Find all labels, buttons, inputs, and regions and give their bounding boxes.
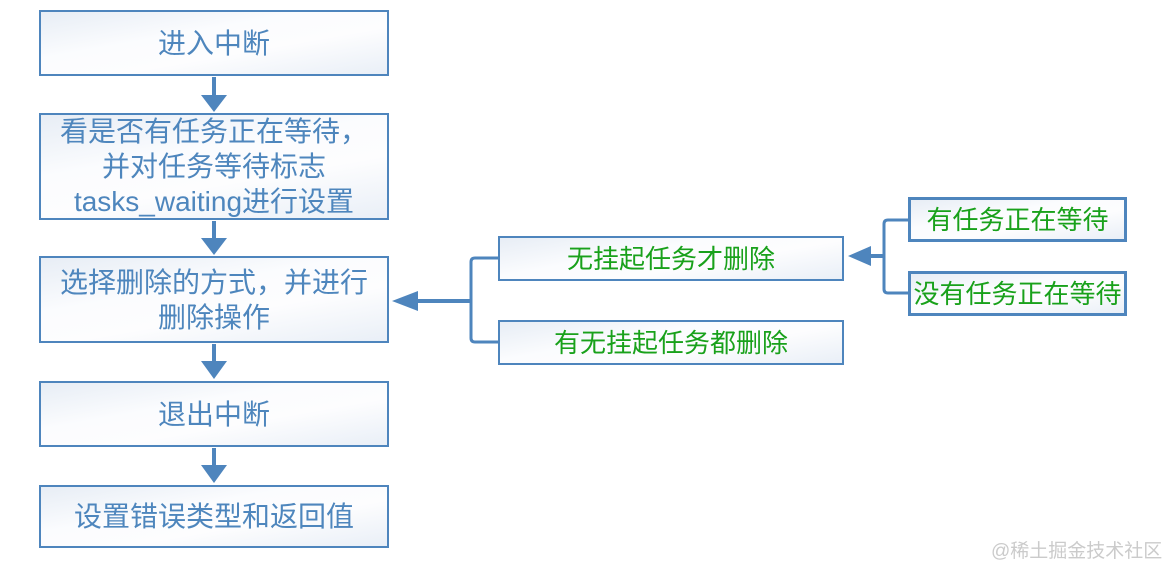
flow-node-check-tasks-waiting: 看是否有任务正在等待， 并对任务等待标志 tasks_waiting进行设置 (39, 113, 389, 220)
state-node-no-task-waiting: 没有任务正在等待 (908, 271, 1127, 316)
bracket-connector (469, 256, 498, 344)
flow-node-set-error-and-return: 设置错误类型和返回值 (39, 485, 389, 548)
flow-node-choose-delete-method: 选择删除的方式，并进行 删除操作 (39, 256, 389, 343)
state-node-task-waiting: 有任务正在等待 (908, 197, 1127, 242)
arrow-left-icon (848, 246, 884, 266)
arrow-left-icon (392, 291, 471, 311)
bracket-connector (882, 218, 908, 295)
arrow-down-icon (201, 221, 227, 255)
arrow-down-icon (201, 344, 227, 379)
flow-node-exit-interrupt: 退出中断 (39, 381, 389, 447)
watermark-text: @稀土掘金技术社区 (991, 541, 1163, 562)
option-node-delete-only-if-no-pending: 无挂起任务才删除 (498, 236, 844, 281)
arrow-down-icon (201, 448, 227, 483)
arrow-down-icon (201, 77, 227, 112)
flow-node-enter-interrupt: 进入中断 (39, 10, 389, 76)
option-node-delete-regardless-pending: 有无挂起任务都删除 (498, 320, 844, 365)
